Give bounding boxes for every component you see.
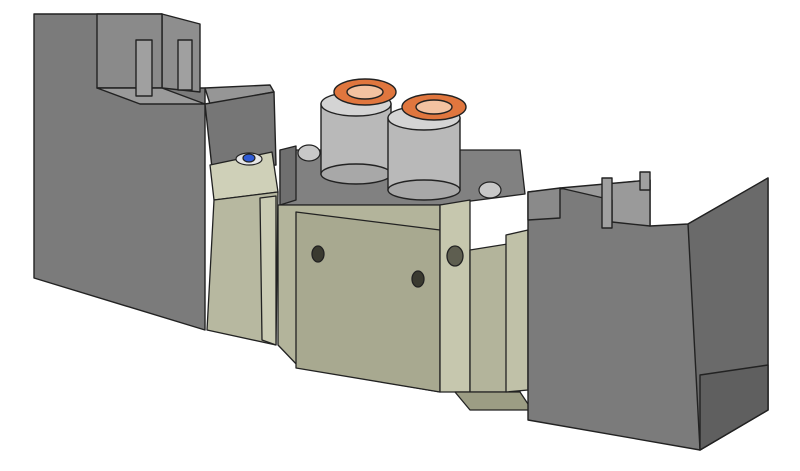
screw-heads <box>297 144 502 199</box>
push-in-fitting-2 <box>387 93 467 201</box>
solenoid-coil-left <box>33 13 277 331</box>
solenoid-coil-right <box>527 171 769 451</box>
valve-body <box>206 145 533 411</box>
manual-override-button <box>235 152 263 166</box>
push-in-fitting-1 <box>320 78 397 185</box>
